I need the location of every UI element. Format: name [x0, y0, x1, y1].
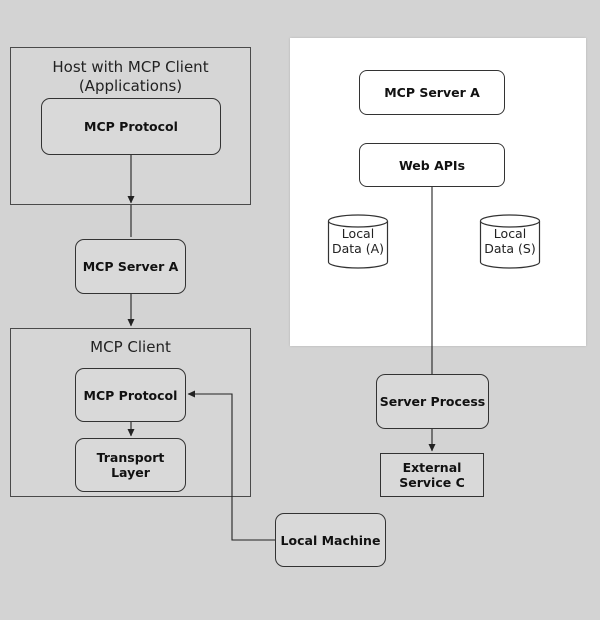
server-process-node[interactable]: Server Process [376, 374, 489, 429]
server-process-label: Server Process [379, 394, 486, 409]
local-data-a-label: Local Data (A) [327, 226, 389, 256]
host-title-line2: (Applications) [78, 77, 183, 95]
local-data-s-label: Local Data (S) [479, 226, 541, 256]
host-group-title: Host with MCP Client (Applications) [11, 58, 250, 96]
local-data-a-line1: Local [341, 226, 375, 241]
mcp-server-a-right-node[interactable]: MCP Server A [359, 70, 505, 115]
local-machine-node[interactable]: Local Machine [275, 513, 386, 567]
local-data-a-line2: Data (A) [331, 241, 385, 256]
local-data-s-line2: Data (S) [484, 241, 536, 256]
client-mcp-protocol-label: MCP Protocol [83, 387, 178, 403]
external-service-node[interactable]: External Service C [380, 453, 484, 497]
external-service-line2: Service C [399, 475, 465, 490]
host-title-line1: Host with MCP Client [52, 58, 209, 76]
external-service-line1: External [402, 460, 462, 475]
web-apis-label: Web APIs [398, 157, 466, 173]
transport-layer-node[interactable]: Transport Layer [75, 438, 186, 492]
local-machine-label: Local Machine [280, 532, 381, 548]
host-mcp-protocol-label: MCP Protocol [84, 119, 178, 134]
local-data-a-cylinder [327, 214, 389, 269]
mcp-server-a-left-node[interactable]: MCP Server A [75, 239, 186, 294]
local-data-s-cylinder [479, 214, 541, 269]
mcp-client-group-title: MCP Client [90, 338, 171, 356]
transport-layer-label: Transport Layer [96, 450, 165, 480]
host-mcp-protocol-node[interactable]: MCP Protocol [41, 98, 221, 155]
mcp-server-a-right-label: MCP Server A [384, 85, 480, 100]
client-mcp-protocol-node[interactable]: MCP Protocol [75, 368, 186, 422]
web-apis-node[interactable]: Web APIs [359, 143, 505, 187]
local-data-s-line1: Local [493, 226, 527, 241]
mcp-server-a-left-label: MCP Server A [82, 259, 179, 274]
